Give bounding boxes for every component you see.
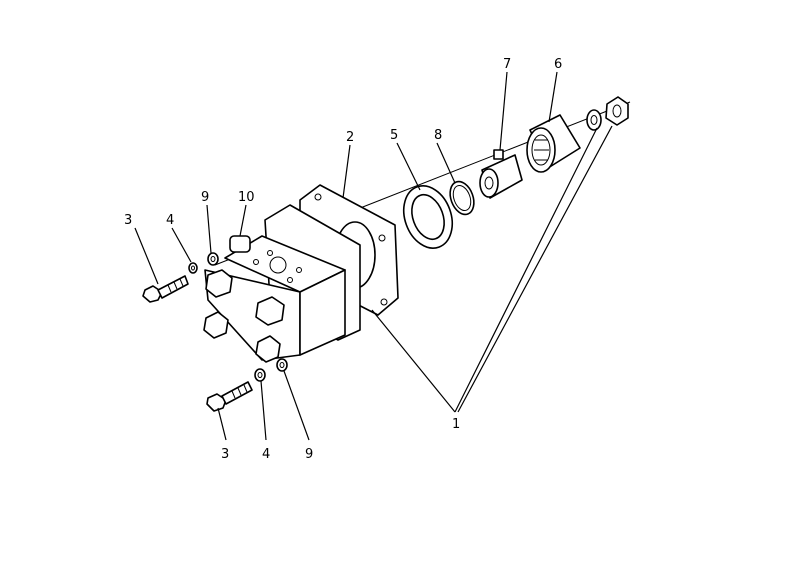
callout-7: 7 — [503, 57, 511, 72]
nut-end — [605, 96, 629, 126]
part-6-gear-sleeve — [526, 114, 581, 173]
part-7-coupling — [479, 149, 523, 199]
callout-6: 6 — [554, 57, 562, 72]
part-10-fitting — [229, 235, 251, 253]
callout-labels: 3 4 9 10 2 5 8 7 6 3 4 9 1 — [124, 57, 562, 462]
callout-2: 2 — [346, 130, 354, 145]
callout-10: 10 — [238, 190, 255, 205]
washer-end — [586, 109, 602, 131]
part-3-bolt-upper — [142, 275, 189, 303]
part-3-bolt-lower — [206, 381, 253, 412]
part-8-snap-ring — [449, 180, 475, 216]
part-4-washer-lower — [254, 368, 266, 382]
callout-9-upper: 9 — [201, 190, 209, 205]
callout-3-upper: 3 — [124, 213, 132, 228]
callout-4-lower: 4 — [262, 447, 270, 462]
callout-9-lower: 9 — [305, 447, 313, 462]
callout-4-upper: 4 — [166, 213, 174, 228]
pump-body — [203, 204, 361, 363]
part-9-washer-lower — [276, 358, 288, 372]
callout-5: 5 — [390, 128, 398, 143]
part-5-seal-ring — [402, 185, 454, 249]
leader-lines — [134, 71, 613, 441]
part-4-washer-upper — [188, 262, 198, 274]
callout-3-lower: 3 — [221, 447, 229, 462]
callout-1: 1 — [452, 417, 460, 432]
callout-8: 8 — [434, 128, 442, 143]
part-9-washer-upper — [207, 252, 219, 266]
